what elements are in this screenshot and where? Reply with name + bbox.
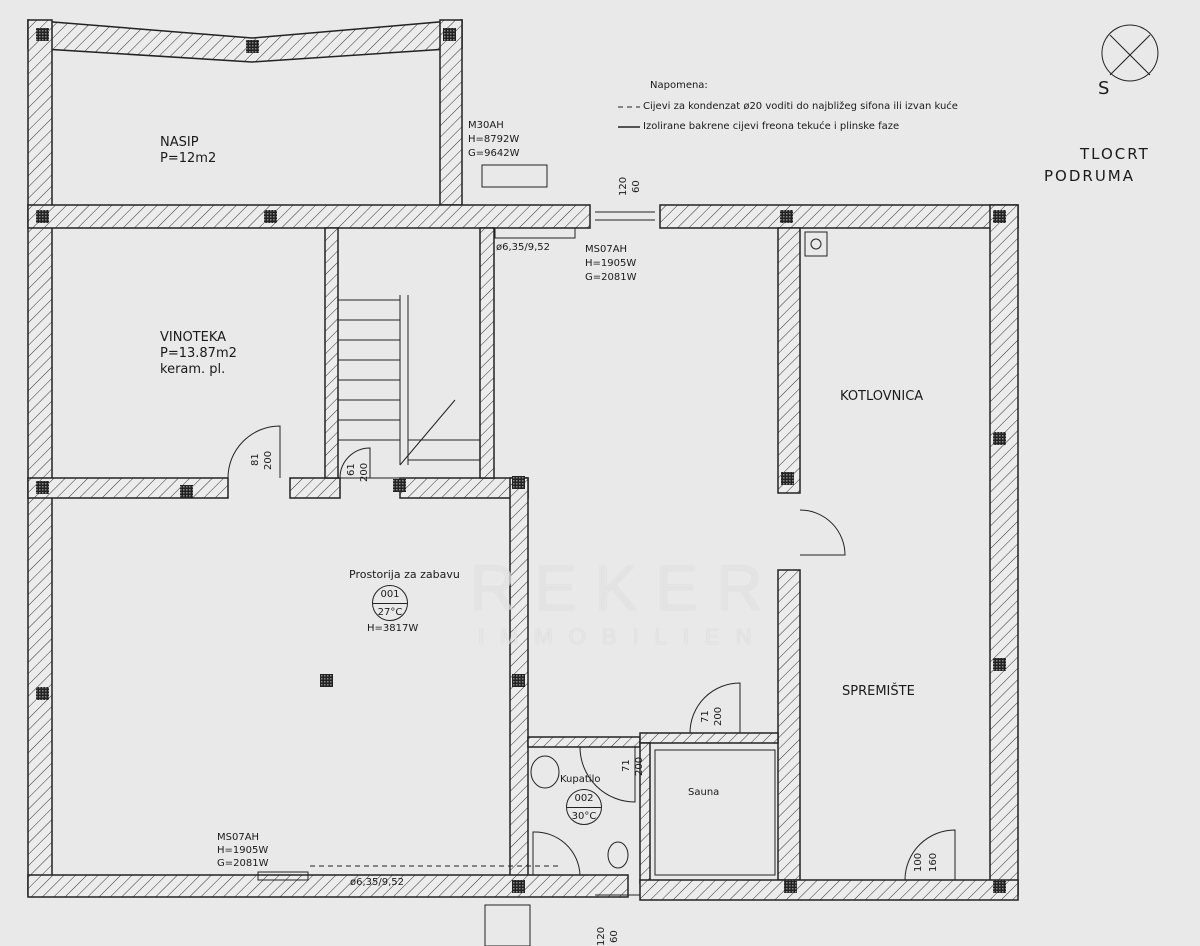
room-number: 001 [373, 586, 407, 604]
bottom-wall-right [639, 879, 1019, 901]
columns [36, 28, 1006, 893]
nasip-top-wall [27, 19, 463, 63]
room-temp: 30°C [571, 811, 597, 822]
room-kupatilo-badge: 002 30°C [566, 789, 602, 825]
room-number: 002 [567, 790, 601, 808]
indoor-unit-bottom [257, 871, 309, 881]
door-swing-spremiste [904, 829, 956, 881]
dim-door-spremiste-2: 160 [928, 852, 939, 872]
room-zabava-name: Prostorija za zabavu [349, 568, 460, 581]
condensate-pipes [310, 106, 640, 867]
stair-treads [338, 299, 480, 461]
indoor-bottom-g: G=2081W [217, 858, 269, 869]
bath-top-wall [527, 736, 641, 748]
room-temp: 27°C [377, 607, 403, 618]
stairs [227, 24, 1159, 946]
dim-door-stairs-1: 61 [346, 463, 357, 476]
dim-window-bottom-1: 120 [596, 926, 607, 946]
watermark-brand: REKER [470, 552, 781, 624]
plan-title-2: PODRUMA [1044, 167, 1136, 185]
right-wall [989, 204, 1019, 896]
door-swing-kupatilo [579, 746, 636, 803]
plan-title-1: TLOCRT [1080, 145, 1150, 163]
indoor-bottom-model: MS07AH [217, 832, 260, 843]
dim-door-sauna-1: 71 [700, 710, 711, 723]
room-spremiste-name: SPREMIŠTE [842, 684, 915, 699]
room-kotlovnica-name: KOTLOVNICA [840, 389, 924, 404]
room-nasip-area: P=12m2 [160, 151, 217, 166]
indoor-unit-top [494, 227, 576, 239]
mid-horizontal-wall-right [659, 204, 1019, 229]
boiler-box [804, 231, 828, 257]
dim-door-kupatilo-2: 200 [634, 756, 645, 776]
room-vinoteka-floor: keram. pl. [160, 362, 226, 377]
door-swing-stairs [339, 447, 371, 479]
compass-label: S [1098, 78, 1110, 99]
dim-window-top-1: 120 [618, 176, 629, 196]
watermark-sub: IMMOBILIEN [478, 624, 768, 649]
room-sauna-name: Sauna [688, 787, 720, 798]
washbasin [530, 755, 560, 789]
indoor-bottom-h: H=1905W [217, 845, 269, 856]
door-swing-vinoteka [227, 425, 281, 479]
outdoor-unit-model: M30AH [468, 120, 504, 131]
vinoteka-bottom-wall-left [27, 477, 229, 499]
legend-item-solid: Izolirane bakrene cijevi freona tekuće i… [643, 121, 900, 132]
sauna-bench [654, 749, 776, 876]
dim-window-top-2: 60 [631, 180, 642, 193]
indoor-top-g: G=2081W [585, 272, 637, 283]
outdoor-unit-h: H=8792W [468, 134, 520, 145]
outdoor-unit [481, 164, 548, 188]
indoor-top-h: H=1905W [585, 258, 637, 269]
dim-door-vinoteka-1: 81 [250, 453, 261, 466]
dim-window-bottom-2: 60 [609, 930, 620, 943]
kotlovnica-wall-bottom [777, 569, 801, 881]
dim-door-vinoteka-2: 200 [263, 450, 274, 470]
indoor-top-model: MS07AH [585, 244, 628, 255]
toilet [607, 841, 629, 869]
nasip-right-wall [439, 19, 463, 206]
dim-door-kupatilo-1: 71 [621, 759, 632, 772]
dim-door-stairs-2: 200 [359, 462, 370, 482]
room-zabava-badge: 001 27°C [372, 585, 408, 621]
dim-door-spremiste-1: 100 [913, 852, 924, 872]
vinoteka-bottom-wall-right [399, 477, 529, 499]
legend-item-dashed: Cijevi za kondenzat ø20 voditi do najbli… [643, 101, 958, 112]
door-swing-sauna [689, 682, 741, 734]
bottom-wall-left [27, 874, 629, 898]
door-swing-kotlovnica [799, 509, 846, 556]
left-wall [27, 19, 53, 896]
vinoteka-bottom-wall-mid [289, 477, 341, 499]
mid-horizontal-wall-left [27, 204, 591, 229]
room-kupatilo-name: Kupatilo [560, 774, 601, 785]
indoor-top-pipe: ø6,35/9,52 [496, 242, 551, 253]
room-nasip-name: NASIP [160, 135, 199, 150]
room-zabava-heat: H=3817W [367, 623, 419, 634]
outdoor-unit-g: G=9642W [468, 148, 520, 159]
stair-wall-left [324, 227, 339, 479]
shower-tray [532, 831, 581, 876]
sauna-top-wall [639, 732, 779, 744]
kotlovnica-wall-top [777, 227, 801, 494]
walls [27, 19, 1019, 901]
compass-circle [1101, 24, 1159, 82]
room-vinoteka-area: P=13.87m2 [160, 346, 237, 361]
room-vinoteka-name: VINOTEKA [160, 330, 227, 345]
legend-heading: Napomena: [650, 80, 708, 91]
indoor-bottom-pipe: ø6,35/9,52 [350, 877, 405, 888]
stair-wall-right [479, 227, 495, 479]
dim-door-sauna-2: 200 [713, 706, 724, 726]
